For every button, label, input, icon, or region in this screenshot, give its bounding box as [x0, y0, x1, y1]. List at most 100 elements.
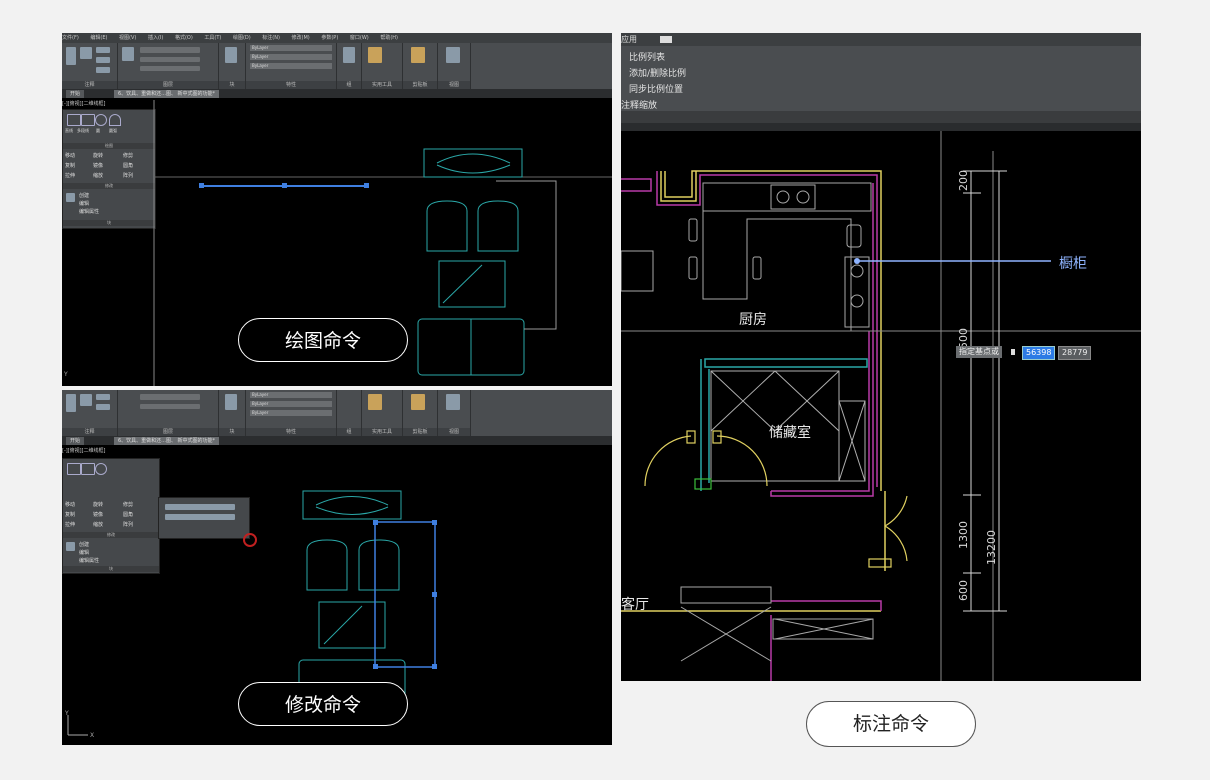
modify-copy[interactable]: 复制: [65, 163, 76, 169]
grip-mid[interactable]: [282, 183, 287, 188]
modify-fillet[interactable]: 圆角: [123, 512, 134, 518]
color-dropdown[interactable]: ByLayer: [250, 45, 332, 51]
modify-copy[interactable]: 复制: [65, 512, 76, 518]
base-view-icon[interactable]: [446, 47, 460, 63]
modify-mirror[interactable]: 镜像: [93, 163, 104, 169]
modify-rotate[interactable]: 旋转: [93, 502, 104, 508]
tab-current-drawing[interactable]: 6、饮具、重做和还...图、 新中式图的功能*: [114, 437, 220, 445]
table-icon[interactable]: [96, 67, 110, 73]
menu-insert[interactable]: 插入(I): [147, 35, 164, 41]
block-create-icon[interactable]: [66, 193, 75, 202]
dynamic-input-y[interactable]: 28779: [1058, 346, 1092, 360]
extra-modify-icons-row2[interactable]: [165, 514, 235, 520]
grip-bottom-left[interactable]: [373, 664, 378, 669]
layer-properties-icon[interactable]: [122, 47, 134, 61]
extra-modify-icons-row1[interactable]: [165, 504, 235, 510]
block-edit[interactable]: 编辑: [79, 201, 90, 207]
group-icon[interactable]: [343, 47, 355, 63]
circle-icon[interactable]: [95, 463, 107, 475]
layer-tools-icon[interactable]: [140, 57, 200, 62]
tab-start[interactable]: 开始: [66, 437, 85, 445]
layer-dropdown[interactable]: [140, 394, 200, 400]
modify-array[interactable]: 阵列: [123, 173, 134, 179]
base-view-icon[interactable]: [446, 394, 460, 410]
text-tool-icon[interactable]: [66, 47, 76, 65]
modify-fillet[interactable]: 圆角: [123, 163, 134, 169]
lineweight-dropdown[interactable]: ByLayer: [250, 63, 332, 69]
grip-top-right[interactable]: [432, 520, 437, 525]
modify-rotate[interactable]: 旋转: [93, 153, 104, 159]
linear-dim-icon[interactable]: [96, 394, 110, 400]
block-edit[interactable]: 编辑: [79, 550, 90, 556]
tab-start[interactable]: 开始: [66, 90, 85, 98]
block-edit-attributes[interactable]: 编辑属性: [79, 209, 100, 215]
modify-scale[interactable]: 缩放: [93, 173, 104, 179]
dimension-tool-icon[interactable]: [80, 47, 92, 59]
menu-modify[interactable]: 修改(M): [291, 35, 310, 41]
modify-move[interactable]: 移动: [65, 502, 76, 508]
block-create[interactable]: 创建: [79, 193, 90, 199]
modify-stretch[interactable]: 拉伸: [65, 522, 76, 528]
viewport-label[interactable]: [-][俯视][二维线框]: [62, 101, 106, 107]
menu-help[interactable]: 帮助(H): [380, 35, 398, 41]
modify-scale[interactable]: 缩放: [93, 522, 104, 528]
circle-icon[interactable]: [95, 114, 107, 126]
grip-mid-right[interactable]: [432, 592, 437, 597]
viewport-label[interactable]: [-][俯视][二维线框]: [62, 448, 106, 454]
scale-list-button[interactable]: 比例列表: [629, 53, 666, 63]
menu-tools[interactable]: 工具(T): [204, 35, 222, 41]
insert-block-icon[interactable]: [225, 47, 237, 63]
measure-icon[interactable]: [368, 47, 382, 63]
linear-dim-icon[interactable]: [96, 47, 110, 53]
add-delete-scale-button[interactable]: 添加/删除比例: [629, 69, 687, 79]
layer-tools-icon[interactable]: [140, 404, 200, 409]
text-tool-icon[interactable]: [66, 394, 76, 412]
floor-plan-canvas[interactable]: [621, 131, 1141, 681]
block-create[interactable]: 创建: [79, 542, 90, 548]
menu-window[interactable]: 窗口(W): [349, 35, 369, 41]
callout-anchor[interactable]: [854, 258, 860, 264]
menu-view[interactable]: 视图(V): [119, 35, 137, 41]
linetype-dropdown[interactable]: ByLayer: [250, 54, 332, 60]
paste-icon[interactable]: [411, 47, 425, 63]
dynamic-input-x[interactable]: 56398: [1022, 346, 1056, 360]
sync-scale-position-button[interactable]: 同步比例位置: [629, 85, 684, 95]
menu-apps[interactable]: 应用: [621, 35, 637, 44]
menu-file[interactable]: 文件(F): [62, 35, 79, 41]
modify-mirror[interactable]: 镜像: [93, 512, 104, 518]
line-icon[interactable]: [67, 463, 81, 475]
grip-bottom-right[interactable]: [432, 664, 437, 669]
polyline-icon[interactable]: [81, 463, 95, 475]
measure-icon[interactable]: [368, 394, 382, 410]
modify-move[interactable]: 移动: [65, 153, 76, 159]
grip-start[interactable]: [199, 183, 204, 188]
leader-icon[interactable]: [96, 404, 110, 410]
leader-icon[interactable]: [96, 57, 110, 63]
camera-icon[interactable]: [659, 36, 672, 43]
menu-param[interactable]: 参数(P): [321, 35, 339, 41]
insert-block-icon[interactable]: [225, 394, 237, 410]
layer-dropdown[interactable]: [140, 47, 200, 53]
dimension-tool-icon[interactable]: [80, 394, 92, 406]
grip-top-left[interactable]: [373, 520, 378, 525]
block-create-icon[interactable]: [66, 542, 75, 551]
line-icon[interactable]: [67, 114, 81, 126]
color-dropdown[interactable]: ByLayer: [250, 392, 332, 398]
modify-trim[interactable]: 修剪: [123, 502, 134, 508]
selected-rug[interactable]: [374, 521, 436, 668]
polyline-icon[interactable]: [81, 114, 95, 126]
arc-icon[interactable]: [109, 114, 121, 126]
modify-stretch[interactable]: 拉伸: [65, 173, 76, 179]
tab-current-drawing[interactable]: 6、饮具、重做和还...图、 新中式图的功能*: [114, 90, 220, 98]
grip-end[interactable]: [364, 183, 369, 188]
drawing-canvas[interactable]: Y: [62, 33, 612, 386]
paste-icon[interactable]: [411, 394, 425, 410]
modify-trim[interactable]: 修剪: [123, 153, 134, 159]
modify-array[interactable]: 阵列: [123, 522, 134, 528]
dropdown-arrow-icon[interactable]: [1011, 349, 1015, 355]
menu-draw[interactable]: 绘图(D): [232, 35, 251, 41]
menu-format[interactable]: 格式(O): [174, 35, 193, 41]
block-edit-attributes[interactable]: 编辑属性: [79, 558, 100, 564]
lineweight-dropdown[interactable]: ByLayer: [250, 410, 332, 416]
menu-dimension[interactable]: 标注(N): [262, 35, 280, 41]
